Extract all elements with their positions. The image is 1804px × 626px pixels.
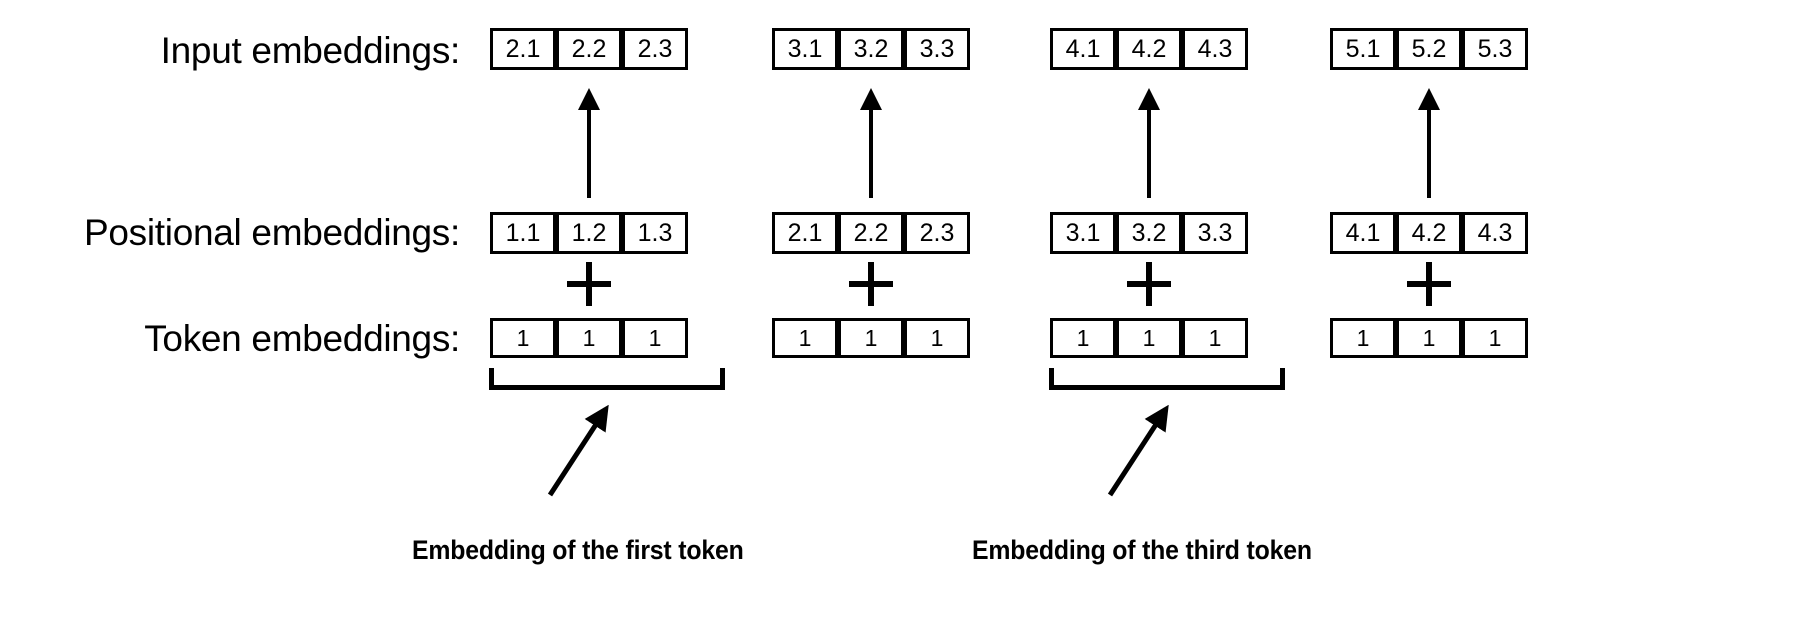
token-embedding-cell: 1 xyxy=(1462,318,1528,358)
arrow-head xyxy=(1138,88,1160,110)
positional-embedding-cell: 3.2 xyxy=(1116,212,1182,254)
input-embedding-cell: 2.2 xyxy=(556,28,622,70)
up-arrow-icon xyxy=(1136,88,1162,198)
positional-embedding-cell: 4.2 xyxy=(1396,212,1462,254)
input-embedding-cell: 3.1 xyxy=(772,28,838,70)
token-embedding-cell: 1 xyxy=(838,318,904,358)
positional-embedding-cell: 1.2 xyxy=(556,212,622,254)
positional-embedding-group-2: 2.1 2.2 2.3 xyxy=(772,212,970,254)
up-arrow-icon xyxy=(858,88,884,198)
input-embedding-group-2: 3.1 3.2 3.3 xyxy=(772,28,970,70)
plus-vertical-bar xyxy=(1146,262,1152,306)
up-arrow-icon xyxy=(576,88,602,198)
positional-embedding-cell: 2.3 xyxy=(904,212,970,254)
positional-embedding-cell: 2.2 xyxy=(838,212,904,254)
input-embedding-cell: 5.1 xyxy=(1330,28,1396,70)
arrow-head xyxy=(1418,88,1440,110)
input-embedding-cell: 2.3 xyxy=(622,28,688,70)
arrow-head xyxy=(578,88,600,110)
token-embedding-cell: 1 xyxy=(622,318,688,358)
group-bracket-third-token xyxy=(1049,368,1285,390)
input-embedding-cell: 4.1 xyxy=(1050,28,1116,70)
input-embedding-group-3: 4.1 4.2 4.3 xyxy=(1050,28,1248,70)
diagonal-arrow-icon xyxy=(547,404,609,497)
positional-embedding-group-3: 3.1 3.2 3.3 xyxy=(1050,212,1248,254)
token-embedding-cell: 1 xyxy=(1050,318,1116,358)
arrow-head xyxy=(860,88,882,110)
input-embedding-cell: 4.2 xyxy=(1116,28,1182,70)
token-embedding-group-2: 1 1 1 xyxy=(772,318,970,358)
positional-embedding-cell: 1.1 xyxy=(490,212,556,254)
row-label-positional-embeddings: Positional embeddings: xyxy=(84,212,460,253)
positional-embedding-cell: 1.3 xyxy=(622,212,688,254)
positional-embedding-group-4: 4.1 4.2 4.3 xyxy=(1330,212,1528,254)
plus-icon xyxy=(1127,262,1171,306)
token-embedding-cell: 1 xyxy=(1330,318,1396,358)
up-arrow-icon xyxy=(1416,88,1442,198)
row-label-token-embeddings: Token embeddings: xyxy=(144,318,460,359)
input-embedding-cell: 3.3 xyxy=(904,28,970,70)
token-embedding-cell: 1 xyxy=(1396,318,1462,358)
plus-icon xyxy=(1407,262,1451,306)
arrow-shaft xyxy=(869,106,873,198)
input-embedding-cell: 5.2 xyxy=(1396,28,1462,70)
positional-embedding-cell: 2.1 xyxy=(772,212,838,254)
plus-vertical-bar xyxy=(586,262,592,306)
token-embedding-group-4: 1 1 1 xyxy=(1330,318,1528,358)
token-embedding-group-1: 1 1 1 xyxy=(490,318,688,358)
input-embedding-group-1: 2.1 2.2 2.3 xyxy=(490,28,688,70)
token-embedding-cell: 1 xyxy=(556,318,622,358)
positional-embedding-cell: 3.3 xyxy=(1182,212,1248,254)
caption-first-token: Embedding of the first token xyxy=(412,535,744,565)
plus-icon xyxy=(849,262,893,306)
row-label-input-embeddings: Input embeddings: xyxy=(160,30,461,71)
input-embedding-cell: 2.1 xyxy=(490,28,556,70)
plus-vertical-bar xyxy=(1426,262,1432,306)
positional-embedding-cell: 4.3 xyxy=(1462,212,1528,254)
diagonal-arrow-icon xyxy=(1107,404,1169,497)
arrow-shaft xyxy=(1427,106,1431,198)
input-embedding-cell: 5.3 xyxy=(1462,28,1528,70)
plus-icon xyxy=(567,262,611,306)
input-embedding-cell: 3.2 xyxy=(838,28,904,70)
token-embedding-cell: 1 xyxy=(904,318,970,358)
positional-embedding-group-1: 1.1 1.2 1.3 xyxy=(490,212,688,254)
positional-embedding-cell: 3.1 xyxy=(1050,212,1116,254)
arrow-shaft xyxy=(1107,404,1169,497)
token-embedding-cell: 1 xyxy=(1116,318,1182,358)
input-embedding-group-4: 5.1 5.2 5.3 xyxy=(1330,28,1528,70)
positional-embedding-cell: 4.1 xyxy=(1330,212,1396,254)
token-embedding-cell: 1 xyxy=(490,318,556,358)
arrow-shaft xyxy=(587,106,591,198)
input-embedding-cell: 4.3 xyxy=(1182,28,1248,70)
token-embedding-group-3: 1 1 1 xyxy=(1050,318,1248,358)
arrow-shaft xyxy=(547,404,609,497)
token-embedding-cell: 1 xyxy=(772,318,838,358)
caption-third-token: Embedding of the third token xyxy=(972,535,1312,565)
plus-vertical-bar xyxy=(868,262,874,306)
token-embedding-cell: 1 xyxy=(1182,318,1248,358)
arrow-shaft xyxy=(1147,106,1151,198)
group-bracket-first-token xyxy=(489,368,725,390)
